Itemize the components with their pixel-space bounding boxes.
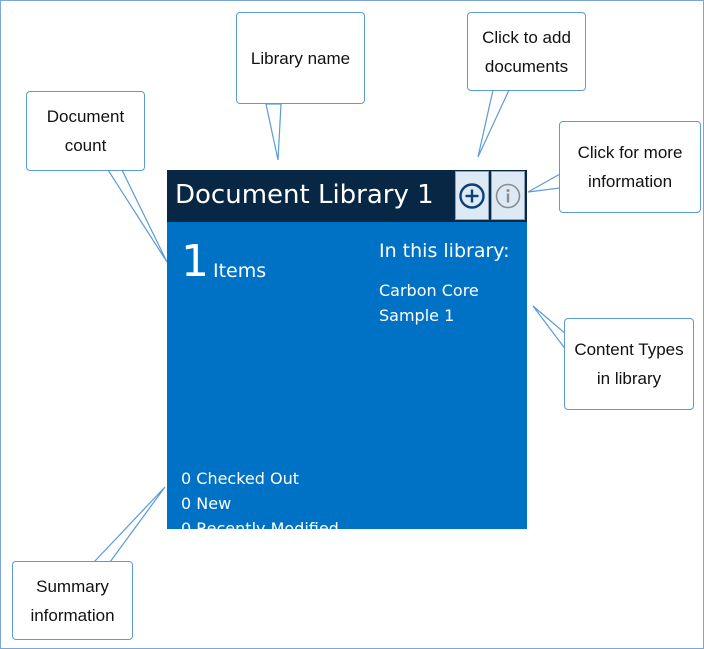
callout-more-info: Click for more information — [559, 121, 701, 213]
info-circle-icon — [495, 183, 521, 208]
callout-library-name-text: Library name — [250, 48, 351, 68]
callout-library-name: Library name — [236, 12, 365, 104]
callout-content-types: Content Types in library — [564, 318, 694, 410]
info-button[interactable] — [491, 171, 525, 220]
callout-more-info-line-1: Click for more — [577, 143, 683, 162]
content-type-item[interactable]: Carbon Core — [379, 281, 479, 300]
callout-add-documents: Click to add documents — [467, 12, 586, 91]
content-types-list: Carbon Core Sample 1 — [379, 278, 479, 328]
library-tile[interactable]: Document Library 1 1 Items In this libra… — [167, 170, 527, 563]
plus-circle-icon — [459, 182, 485, 209]
summary-checked-out[interactable]: 0 Checked Out — [181, 469, 300, 488]
document-count-label: Items — [213, 260, 267, 282]
content-types-heading: In this library: — [379, 240, 510, 262]
content-type-item[interactable]: Sample 1 — [379, 306, 455, 325]
summary-recently-modified[interactable]: 0 Recently Modified — [181, 519, 339, 538]
callout-content-types-line-1: Content Types — [574, 340, 684, 359]
callout-add-documents-line-2: documents — [484, 56, 569, 76]
callout-add-documents-line-1: Click to add — [482, 27, 571, 47]
callout-content-types-line-2: in library — [596, 369, 662, 388]
callout-summary-line-1: Summary — [36, 576, 109, 596]
add-document-button[interactable] — [455, 171, 489, 220]
callout-document-count: Document count — [26, 91, 145, 171]
summary-recently-published[interactable]: 0 Recently Published — [181, 544, 348, 563]
callout-more-info-line-2: information — [587, 172, 673, 191]
summary-list: 0 Checked Out 0 New 0 Recently Modified … — [181, 466, 348, 566]
summary-new[interactable]: 0 New — [181, 494, 232, 513]
callout-document-count-line-1: Document — [46, 107, 125, 126]
callout-summary: Summary information — [12, 561, 133, 640]
callout-summary-line-2: information — [30, 605, 115, 625]
document-count: 1 — [181, 236, 209, 287]
callout-document-count-line-2: count — [64, 136, 107, 155]
tile-body: 1 Items In this library: Carbon Core Sam… — [167, 222, 527, 563]
tile-header: Document Library 1 — [167, 170, 527, 222]
library-title[interactable]: Document Library 1 — [175, 180, 434, 210]
